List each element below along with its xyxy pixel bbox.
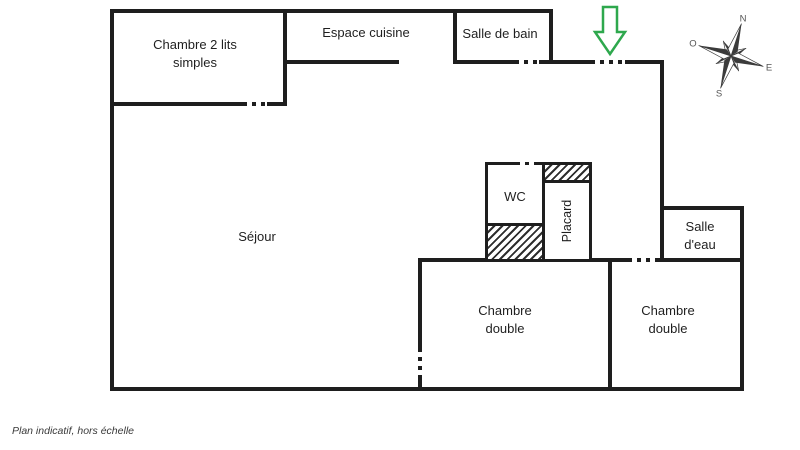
door-double-bedroom-right: [628, 258, 656, 262]
wall-bottom: [110, 387, 744, 391]
compass-west-label: O: [689, 39, 696, 50]
wall-top: [113, 9, 553, 13]
wall-bathroom-right: [549, 9, 553, 64]
wall-twin-bedroom-bottom: [110, 102, 287, 106]
hatched-duct-bottom: [485, 223, 545, 262]
wall-entry-row: [453, 60, 664, 64]
room-label-bathroom: Salle de bain: [462, 26, 538, 41]
closet-label-text: Placard: [559, 199, 574, 243]
wall-kitchen: [283, 60, 399, 64]
wall-bedroom-divider: [608, 258, 612, 391]
wall-left: [110, 9, 114, 391]
wall-water-room-top: [660, 206, 744, 210]
door-wc: [516, 162, 538, 165]
room-label-living-room: Séjour: [238, 229, 276, 244]
door-double-bedroom-center: [418, 348, 422, 376]
compass-east-label: E: [766, 63, 772, 74]
room-label-twin-bedroom: Chambre 2 lits simples: [153, 37, 237, 70]
compass-rose-icon: N E S O: [689, 14, 772, 100]
closet-box: [542, 180, 592, 262]
wall-bedroom-left: [418, 258, 422, 391]
room-label-kitchen: Espace cuisine: [322, 25, 410, 40]
compass-south-label: S: [716, 89, 722, 100]
room-label-wc: WC: [504, 189, 526, 204]
door-twin-bedroom: [243, 102, 267, 106]
door-entrance: [591, 60, 625, 64]
compass-north-label: N: [740, 14, 747, 25]
footnote: Plan indicatif, hors échelle: [12, 425, 134, 437]
wall-bathroom-left: [453, 9, 457, 64]
wall-twin-bedroom-right: [283, 9, 287, 106]
room-label-closet: Placard: [542, 180, 592, 262]
room-label-double-bedroom-right: Chambre double: [641, 303, 695, 336]
entrance-arrow-icon: [592, 5, 628, 57]
room-label-double-bedroom-center: Chambre double: [478, 303, 532, 336]
wall-corridor-right: [660, 60, 664, 262]
wall-right: [740, 206, 744, 391]
door-bathroom: [515, 60, 539, 64]
room-label-water-room: Salle d'eau: [684, 219, 716, 252]
